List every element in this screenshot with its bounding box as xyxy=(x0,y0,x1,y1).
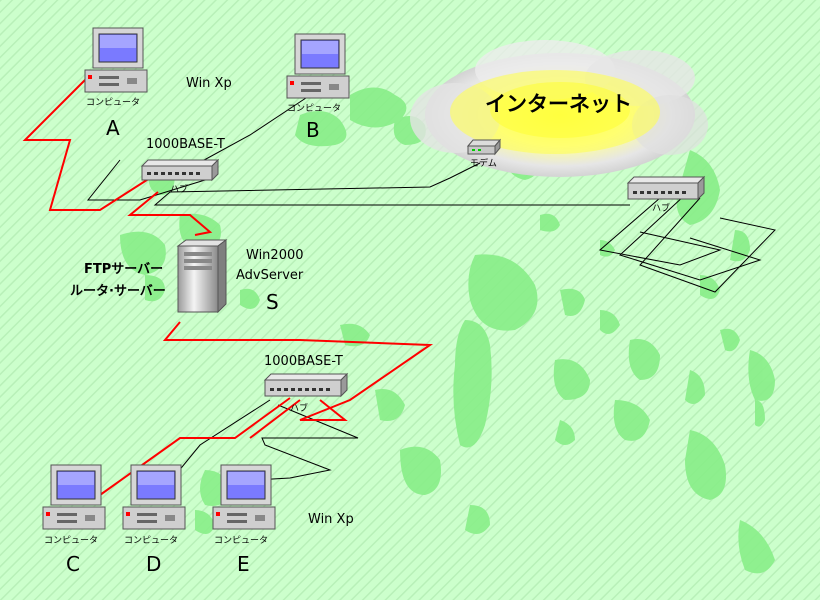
hub-bottom-spec: 1000BASE-T xyxy=(264,354,343,369)
computer-a-caption: コンピュータ xyxy=(86,98,141,108)
computer-c xyxy=(42,464,106,530)
computer-d-caption: コンピュータ xyxy=(124,536,179,546)
hub-top xyxy=(140,158,220,182)
internet-label: インターネット xyxy=(485,92,632,116)
computer-e-caption: コンピュータ xyxy=(214,536,269,546)
hub-right-caption: ハブ xyxy=(652,204,671,214)
server-tower xyxy=(176,239,228,314)
computer-a-letter: A xyxy=(106,116,120,140)
computer-e-letter: E xyxy=(237,552,250,576)
server-edition: AdvServer xyxy=(236,268,304,283)
hub-right xyxy=(626,175,706,201)
server-os: Win2000 xyxy=(246,248,304,263)
landmass-decoration xyxy=(120,87,775,574)
computer-d xyxy=(122,464,186,530)
computer-b-letter: B xyxy=(306,118,320,142)
server-letter: S xyxy=(266,290,279,314)
black-cables xyxy=(86,91,776,501)
computer-c-caption: コンピュータ xyxy=(44,536,99,546)
computer-e xyxy=(212,464,276,530)
computer-b xyxy=(286,33,350,99)
hub-bottom-caption: ハブ xyxy=(290,404,309,414)
computer-b-caption: コンピュータ xyxy=(287,104,342,114)
modem-caption: モデム xyxy=(470,159,497,169)
hub-top-caption: ハブ xyxy=(170,185,189,195)
server-role-1: FTPサーバー xyxy=(84,262,164,277)
computer-d-letter: D xyxy=(146,552,162,576)
modem-icon xyxy=(466,138,502,156)
hub-bottom xyxy=(263,372,349,398)
os-label-top: Win Xp xyxy=(186,76,232,91)
computer-a xyxy=(84,27,148,93)
hub-top-spec: 1000BASE-T xyxy=(146,137,225,152)
os-label-bottom: Win Xp xyxy=(308,512,354,527)
server-role-2: ルータ·サーバー xyxy=(70,284,166,299)
computer-c-letter: C xyxy=(66,552,80,576)
